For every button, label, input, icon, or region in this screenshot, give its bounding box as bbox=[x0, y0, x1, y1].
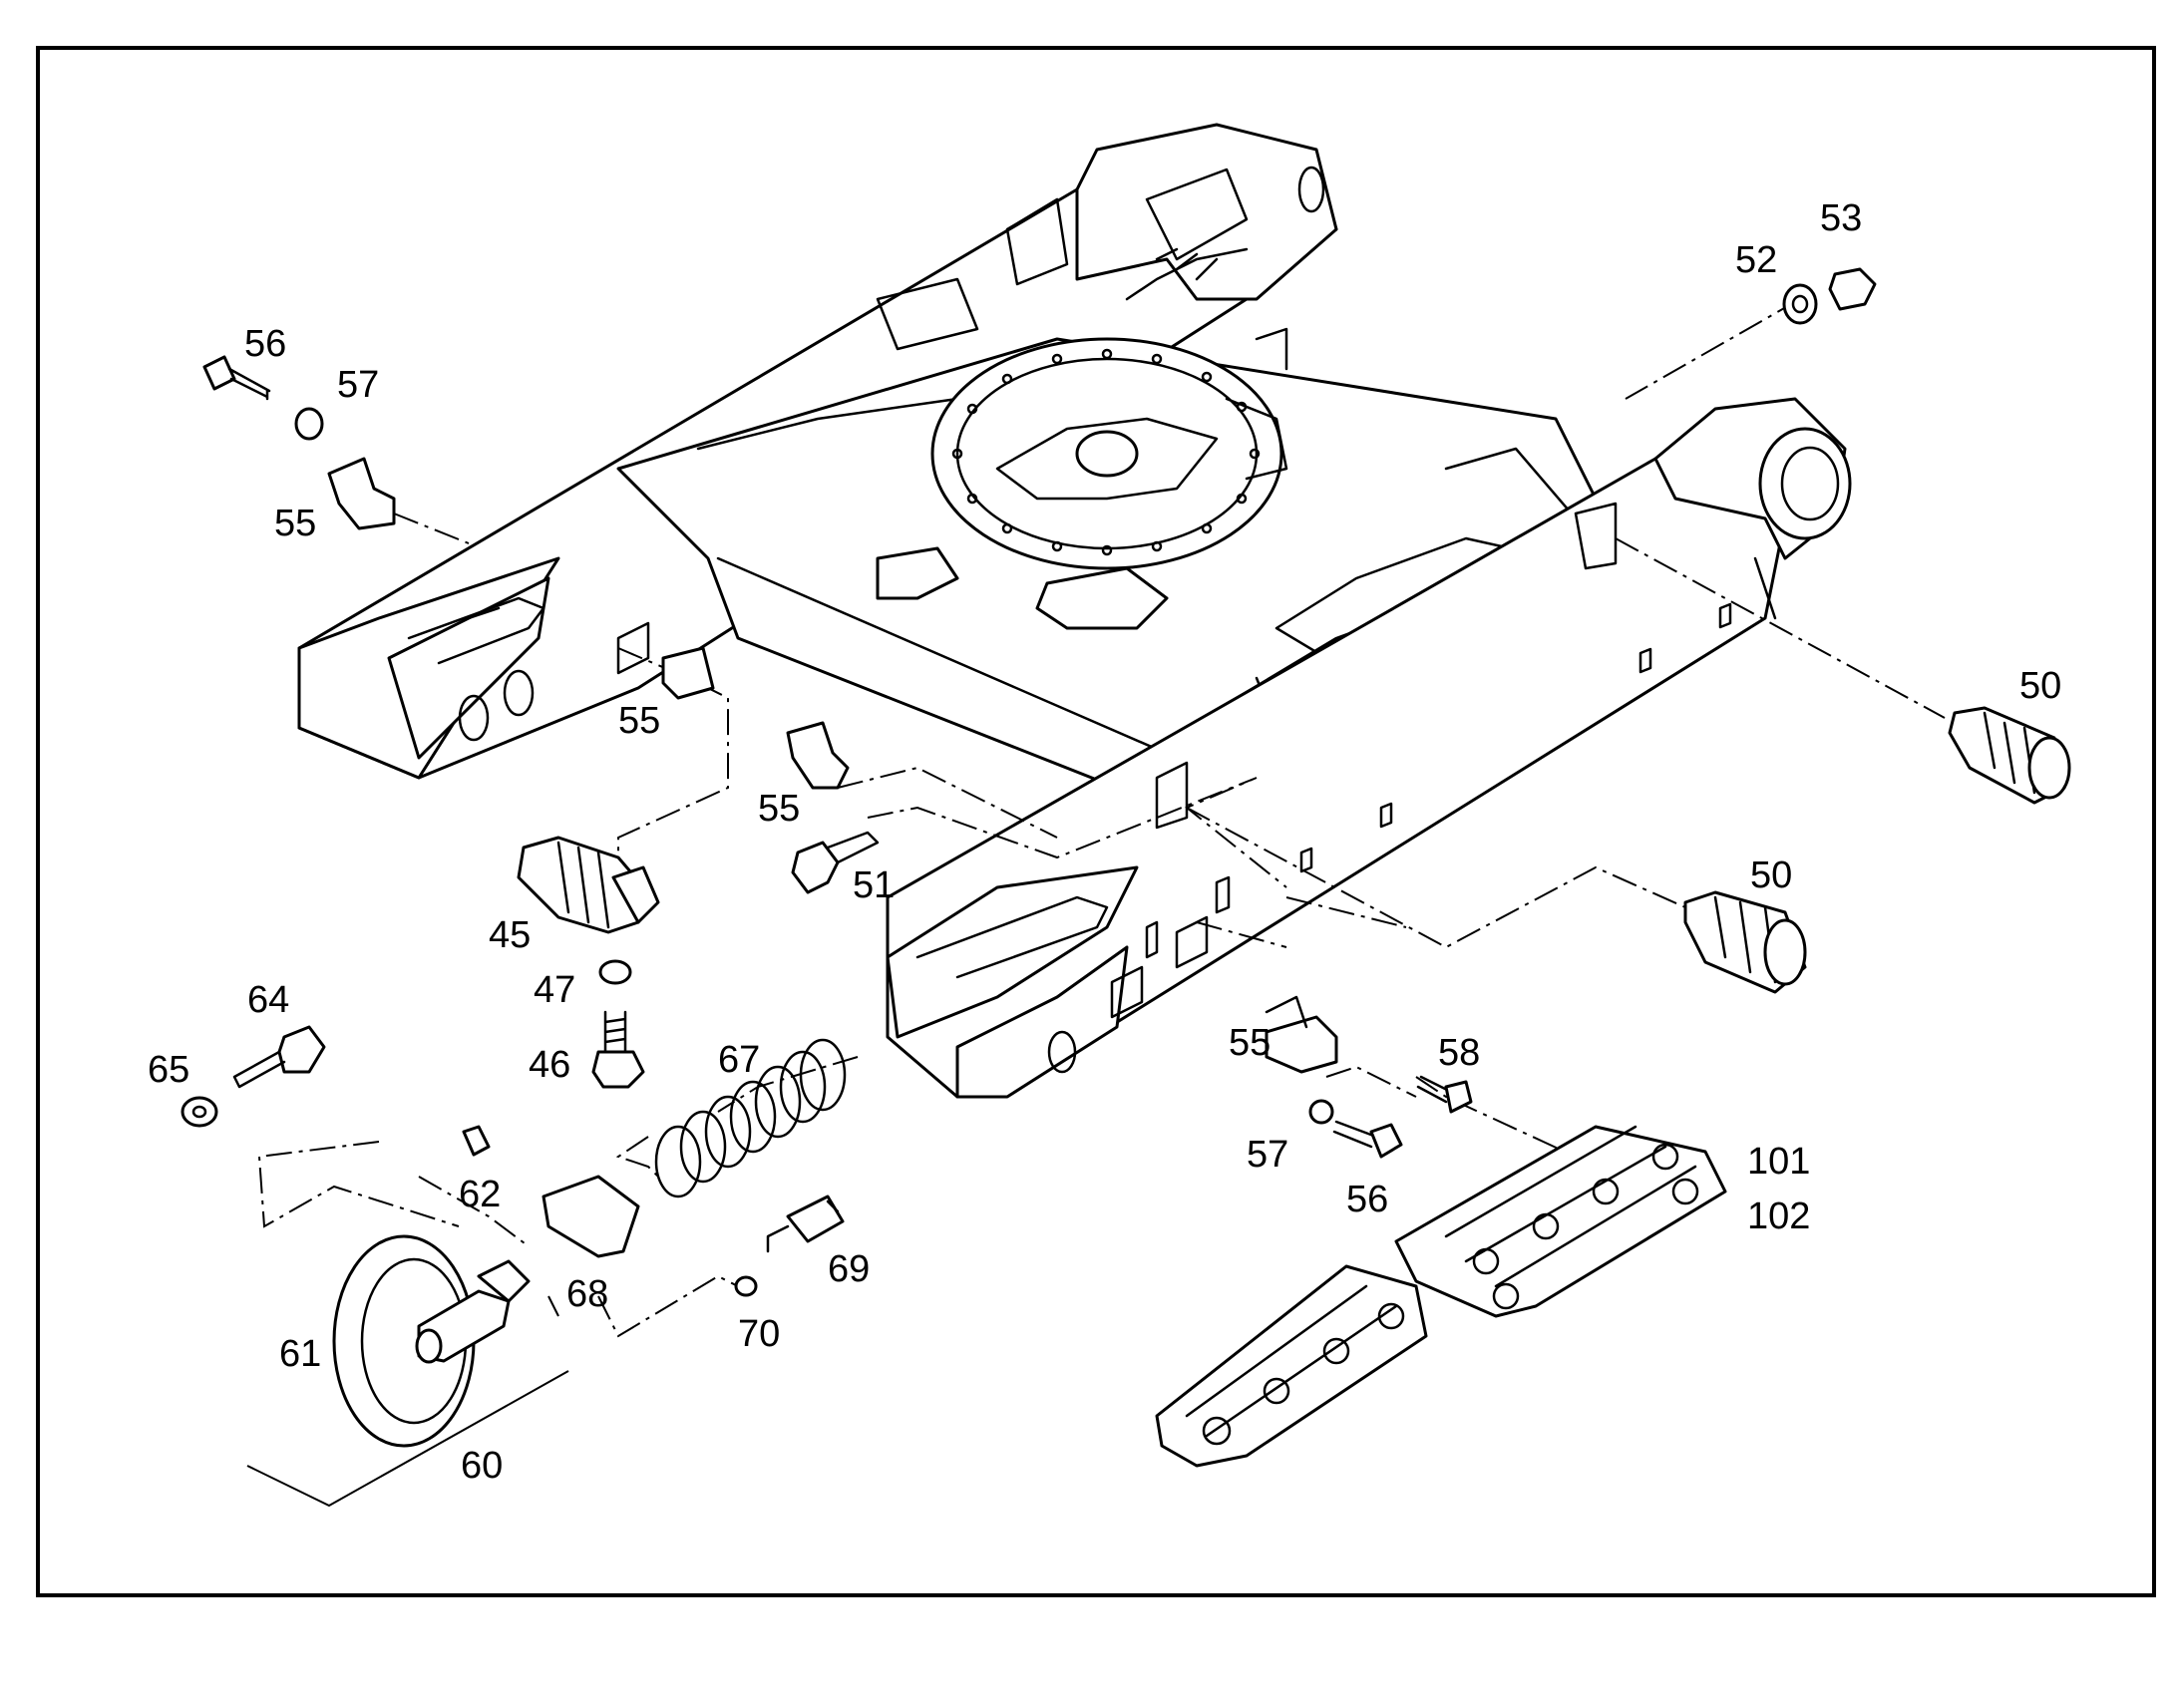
label-62: 62 bbox=[459, 1174, 501, 1215]
assembly-lines bbox=[246, 298, 1946, 1508]
bolt-51 bbox=[791, 831, 880, 894]
roller-50-upper bbox=[1948, 706, 2071, 805]
label-50-lower: 50 bbox=[1750, 854, 1792, 896]
label-68: 68 bbox=[566, 1273, 608, 1315]
roller-45 bbox=[517, 836, 660, 934]
label-46: 46 bbox=[529, 1044, 570, 1086]
fitting-62 bbox=[462, 1125, 491, 1157]
label-61: 61 bbox=[279, 1333, 321, 1375]
washer-65 bbox=[181, 1096, 218, 1128]
spring-67 bbox=[654, 1038, 847, 1198]
label-65: 65 bbox=[148, 1049, 189, 1091]
nut-53 bbox=[1828, 267, 1877, 311]
label-67: 67 bbox=[718, 1039, 760, 1081]
label-53: 53 bbox=[1820, 197, 1862, 239]
label-56-upper: 56 bbox=[244, 323, 286, 365]
washer-57-lower bbox=[1308, 1099, 1334, 1125]
label-57-lower: 57 bbox=[1247, 1134, 1288, 1176]
bolt-64 bbox=[232, 1025, 326, 1089]
label-57-upper: 57 bbox=[337, 364, 379, 406]
diagram-border bbox=[36, 46, 2156, 1597]
slew-ring-bolt-holes bbox=[951, 348, 1261, 556]
track-chain-lower bbox=[1155, 1264, 1428, 1468]
washer-52 bbox=[1782, 283, 1818, 325]
label-52: 52 bbox=[1735, 239, 1777, 281]
label-70: 70 bbox=[738, 1313, 780, 1355]
label-56-lower: 56 bbox=[1346, 1179, 1388, 1220]
idler-wheel-61 bbox=[332, 1234, 531, 1448]
label-60: 60 bbox=[461, 1445, 503, 1487]
label-55-upper-left: 55 bbox=[274, 503, 316, 544]
label-101: 101 bbox=[1747, 1141, 1810, 1183]
label-55-mid-left: 55 bbox=[618, 700, 660, 742]
bracket-55-mid-left bbox=[661, 646, 715, 700]
label-64: 64 bbox=[247, 979, 289, 1021]
ring-70 bbox=[734, 1275, 758, 1297]
track-chain-upper bbox=[1394, 1125, 1727, 1318]
label-50-upper: 50 bbox=[2019, 665, 2061, 707]
bolt-56-lower bbox=[1332, 1120, 1403, 1159]
part-labels: 56 57 55 55 55 51 52 53 50 50 45 47 46 6… bbox=[148, 197, 2061, 1487]
label-102: 102 bbox=[1747, 1196, 1810, 1237]
bracket-55-upper-left bbox=[327, 457, 396, 530]
label-55-right: 55 bbox=[1229, 1022, 1271, 1064]
roller-50-lower bbox=[1683, 890, 1807, 994]
label-47: 47 bbox=[534, 969, 575, 1011]
label-51: 51 bbox=[853, 864, 895, 906]
bracket-55-center bbox=[786, 721, 850, 790]
label-69: 69 bbox=[828, 1248, 870, 1290]
bolt-46 bbox=[591, 1010, 645, 1089]
undercarriage-frame bbox=[297, 123, 1852, 1099]
bolt-56-upper bbox=[202, 355, 271, 401]
label-58: 58 bbox=[1438, 1032, 1480, 1074]
block-68 bbox=[542, 1175, 640, 1258]
valve-69 bbox=[766, 1195, 845, 1253]
bolt-58 bbox=[1416, 1075, 1473, 1114]
label-45: 45 bbox=[489, 914, 531, 956]
washer-47 bbox=[598, 959, 632, 985]
washer-57-upper bbox=[294, 407, 324, 441]
label-55-center: 55 bbox=[758, 788, 800, 830]
bracket-55-right bbox=[1265, 1015, 1338, 1074]
